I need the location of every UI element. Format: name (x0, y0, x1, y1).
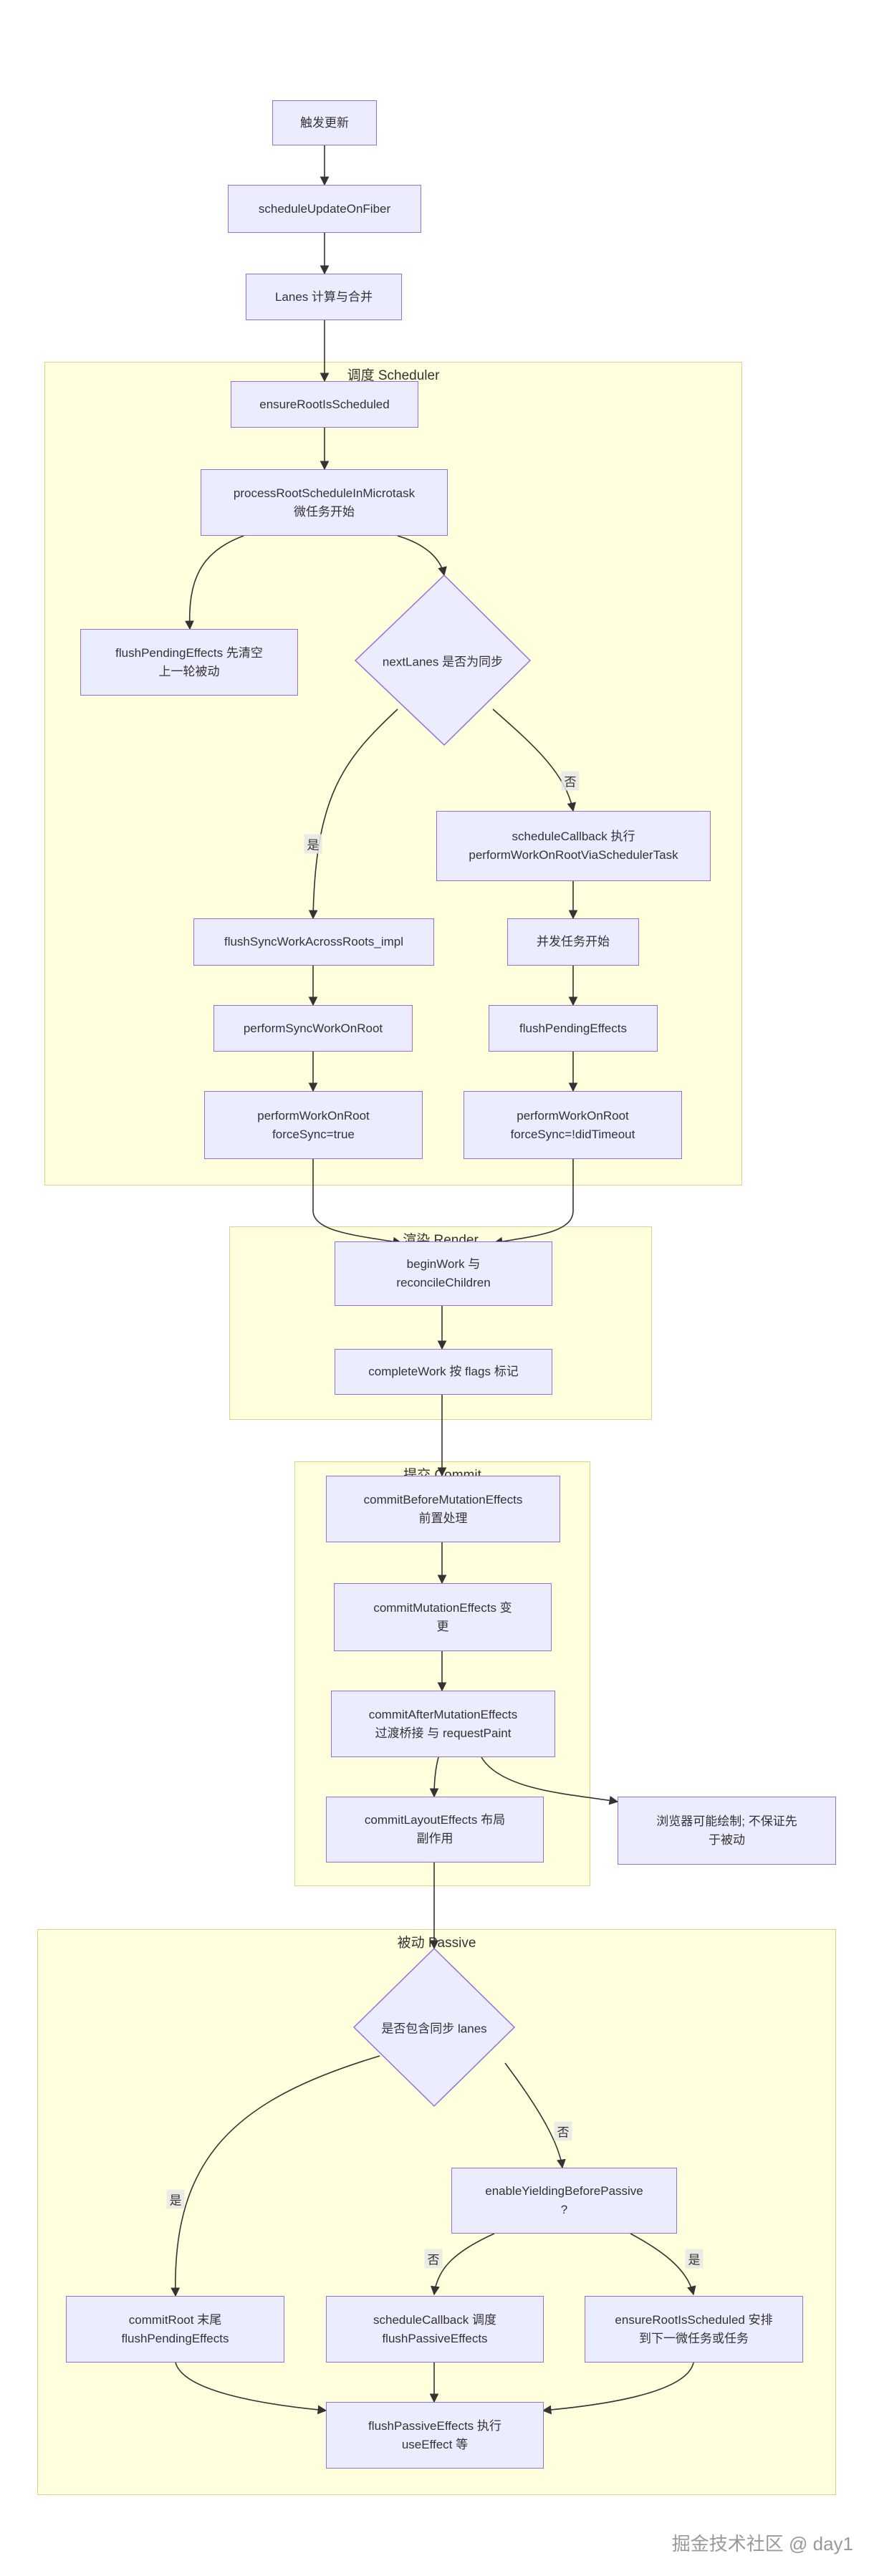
edge-enableyield-ensurenext (630, 2233, 696, 2296)
watermark: 掘金技术社区 @ day1 (671, 2533, 853, 2555)
edge-worksync-beginwork (312, 1159, 403, 1246)
node-enable-yielding: enableYieldingBeforePassive ? (451, 2168, 677, 2234)
node-schedule-callback-task: scheduleCallback 执行 performWorkOnRootVia… (436, 811, 711, 881)
node-begin-work: beginWork 与 reconcileChildren (335, 1241, 552, 1306)
node-flush-sync-work: flushSyncWorkAcrossRoots_impl (193, 918, 434, 966)
edge-nextlanes-schedulecb (492, 708, 577, 812)
node-commit-after-mutation: commitAfterMutationEffects 过渡桥接 与 reques… (331, 1691, 555, 1757)
decision-hassync-diamond (352, 1947, 516, 2108)
group-title-scheduler: 调度 Scheduler (347, 368, 440, 383)
node-schedule-callback-passive: scheduleCallback 调度 flushPassiveEffects (326, 2296, 544, 2363)
edge-ensurenext-flushpassive (542, 2362, 694, 2415)
edge-commitroot-flushpassive (175, 2362, 327, 2415)
edge-label-yes-yield: 是 (685, 2249, 704, 2269)
node-lanes-merge: Lanes 计算与合并 (246, 274, 402, 320)
decision-nextlanes-text: nextLanes 是否为同步 (382, 655, 504, 669)
edge-hassync-commitroot (171, 2055, 380, 2297)
edge-workidle-beginwork (493, 1159, 574, 1246)
node-complete-work: completeWork 按 flags 标记 (335, 1349, 552, 1395)
edge-label-yes-hassync: 是 (166, 2189, 185, 2209)
decision-nextlanes-diamond (354, 574, 532, 746)
edge-label-no-hassync: 否 (554, 2121, 572, 2141)
edge-label-no-yield: 否 (424, 2249, 443, 2269)
node-commit-layout: commitLayoutEffects 布局 副作用 (326, 1797, 544, 1863)
node-commit-root-tail: commitRoot 末尾 flushPendingEffects (66, 2296, 284, 2363)
edge-after-browser (481, 1756, 619, 1805)
edge-label-no-concurrent: 否 (561, 771, 580, 791)
node-flush-pending-first: flushPendingEffects 先清空 上一轮被动 (80, 629, 298, 696)
edge-process-nextlanes (397, 535, 447, 577)
edge-nextlanes-flushsync (308, 708, 398, 920)
edge-label-yes-sync: 是 (304, 834, 322, 854)
edge-hassync-enableyield (504, 2062, 566, 2169)
edge-enableyield-schedulecb (431, 2233, 495, 2296)
node-browser-paint-note: 浏览器可能绘制; 不保证先 于被动 (618, 1797, 836, 1865)
node-ensure-root-is-scheduled: ensureRootIsScheduled (231, 381, 418, 428)
node-perform-work-sync: performWorkOnRoot forceSync=true (204, 1091, 423, 1159)
edge-process-flushfirst (185, 535, 244, 630)
node-process-root-schedule: processRootScheduleInMicrotask 微任务开始 (201, 469, 448, 536)
node-flush-passive-effects: flushPassiveEffects 执行 useEffect 等 (326, 2402, 544, 2469)
node-commit-mutation: commitMutationEffects 变 更 (334, 1583, 552, 1651)
decision-hassync-text: 是否包含同步 lanes (381, 2022, 487, 2036)
node-concurrent-start: 并发任务开始 (507, 918, 639, 966)
node-commit-before-mutation: commitBeforeMutationEffects 前置处理 (326, 1476, 560, 1542)
node-flush-pending-effects: flushPendingEffects (489, 1005, 658, 1052)
node-perform-sync-work-on-root: performSyncWorkOnRoot (213, 1005, 413, 1052)
node-ensure-next-task: ensureRootIsScheduled 安排 到下一微任务或任务 (585, 2296, 803, 2363)
node-trigger-update: 触发更新 (272, 100, 377, 145)
node-perform-work-idle: performWorkOnRoot forceSync=!didTimeout (464, 1091, 682, 1159)
edge-after-layout (429, 1756, 439, 1798)
node-schedule-update-on-fiber: scheduleUpdateOnFiber (228, 185, 421, 233)
